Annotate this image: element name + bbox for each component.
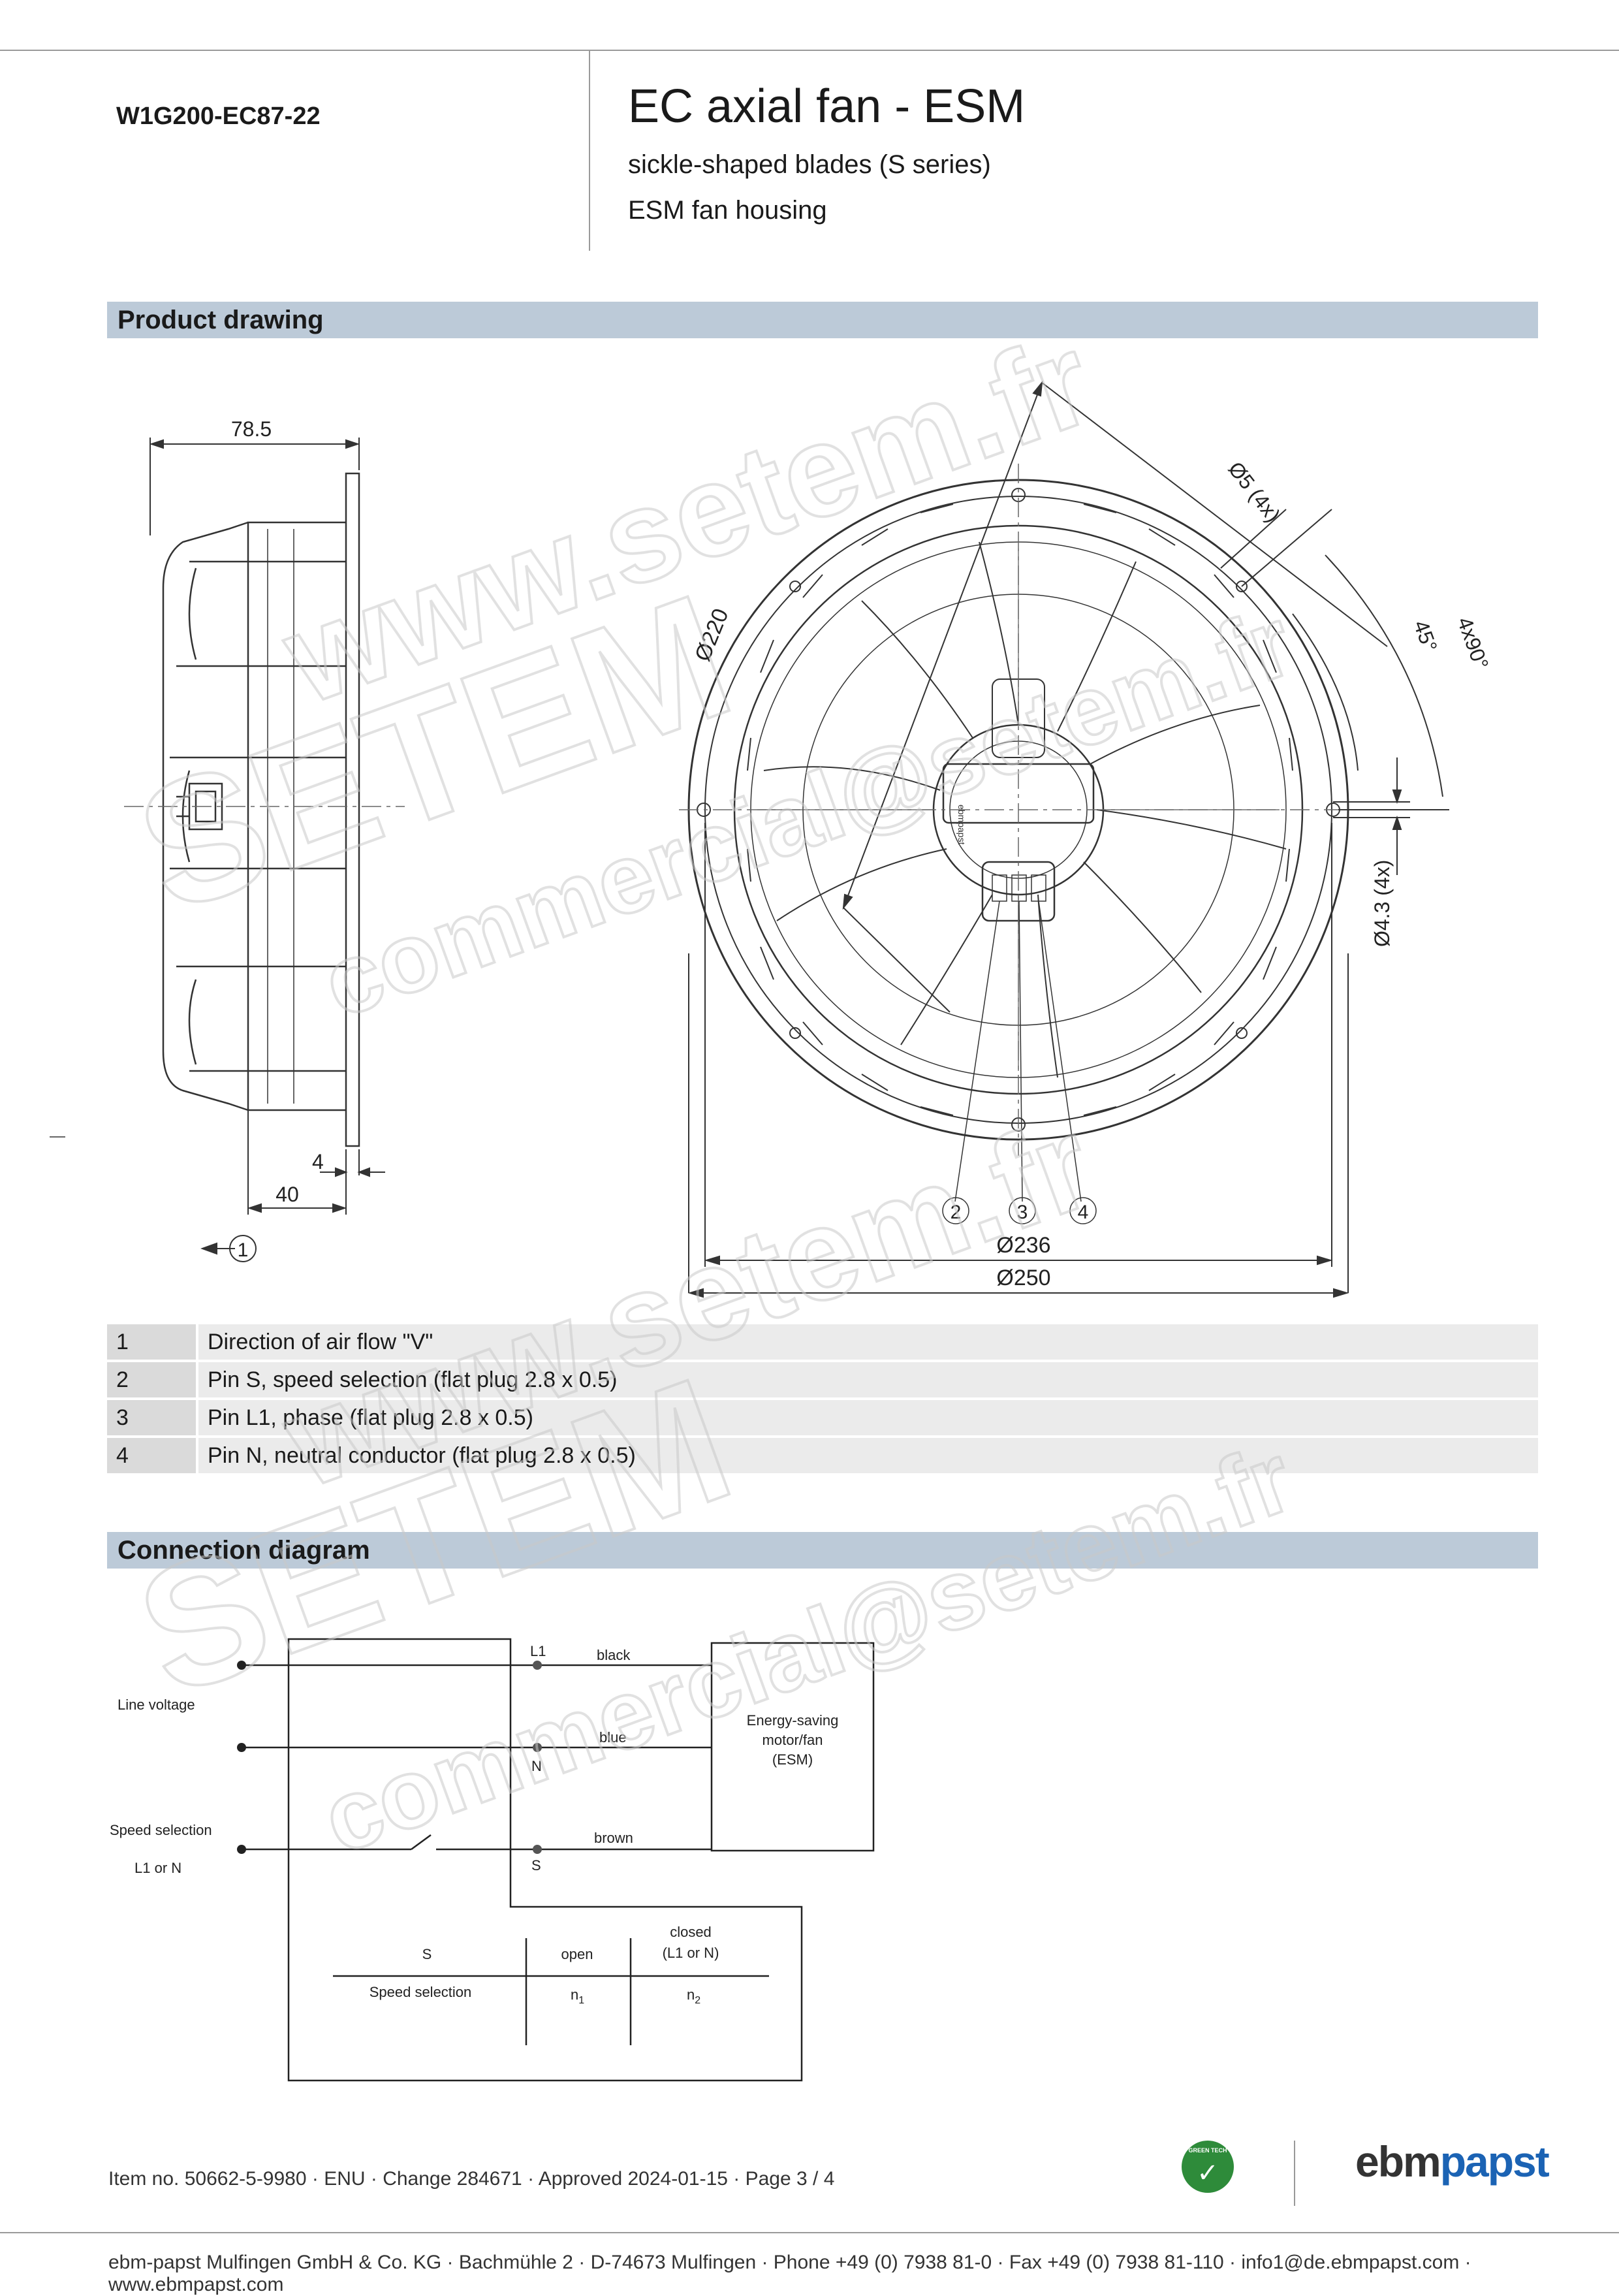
- table-n2-base: n: [687, 1986, 695, 2003]
- page-title: EC axial fan - ESM: [628, 80, 1026, 133]
- logo-ebm: ebm: [1355, 2137, 1441, 2186]
- motor-label-1: Energy-saving: [747, 1712, 839, 1729]
- table-n1-sub: 1: [578, 1995, 584, 2006]
- section-product-drawing: Product drawing: [107, 302, 1538, 338]
- legend-num: 4: [107, 1438, 196, 1473]
- footer-item-info: Item no. 50662-5-9980 · ENU · Change 284…: [108, 2168, 835, 2190]
- dim-d5-4x: Ø5 (4x): [1223, 457, 1285, 526]
- marker-1: 1: [238, 1239, 249, 1261]
- legend-row: 2 Pin S, speed selection (flat plug 2.8 …: [107, 1362, 1538, 1397]
- table-header-closed-sub: (L1 or N): [663, 1945, 719, 1961]
- front-view-drawing: Ø220 Ø5 (4x) 45° 4x90° Ø4.3 (4x) ebmpaps…: [679, 380, 1493, 1298]
- motor-label-3: (ESM): [772, 1751, 813, 1768]
- terminal-l1: L1: [530, 1643, 546, 1659]
- legend-desc: Pin N, neutral conductor (flat plug 2.8 …: [198, 1438, 1538, 1473]
- model-number: W1G200-EC87-22: [116, 103, 321, 130]
- top-rule: [0, 50, 1619, 51]
- check-icon: ✓: [1197, 2159, 1219, 2188]
- table-header-open: open: [561, 1946, 593, 1962]
- logo-papst: papst: [1439, 2137, 1550, 2186]
- table-header-closed: closed: [670, 1924, 712, 1940]
- legend-desc: Pin L1, phase (flat plug 2.8 x 0.5): [198, 1400, 1538, 1435]
- terminal-n: N: [531, 1758, 542, 1774]
- wire-black: black: [597, 1647, 631, 1663]
- legend-desc: Pin S, speed selection (flat plug 2.8 x …: [198, 1362, 1538, 1397]
- greentech-label: GREEN TECH: [1188, 2147, 1227, 2154]
- legend-row: 3 Pin L1, phase (flat plug 2.8 x 0.5): [107, 1400, 1538, 1435]
- legend-num: 1: [107, 1324, 196, 1360]
- dim-d250: Ø250: [996, 1266, 1050, 1290]
- logo-separator: [1294, 2141, 1295, 2206]
- marker-3: 3: [1017, 1202, 1028, 1223]
- header-divider: [589, 51, 590, 251]
- legend-row: 1 Direction of air flow "V": [107, 1324, 1538, 1360]
- legend-num: 3: [107, 1400, 196, 1435]
- label-speed-selection-sub: L1 or N: [134, 1860, 181, 1876]
- legend-desc: Direction of air flow "V": [198, 1324, 1538, 1360]
- drawing-legend-table: 1 Direction of air flow "V" 2 Pin S, spe…: [107, 1324, 1538, 1476]
- legend-row: 4 Pin N, neutral conductor (flat plug 2.…: [107, 1438, 1538, 1473]
- subtitle-housing: ESM fan housing: [628, 196, 827, 225]
- footer-company-info: ebm-papst Mulfingen GmbH & Co. KG · Bach…: [108, 2252, 1471, 2295]
- dim-flange-4: 4: [312, 1150, 324, 1173]
- table-header-s: S: [422, 1946, 432, 1962]
- dim-angle-45: 45°: [1409, 617, 1441, 655]
- table-row-speed-selection: Speed selection: [369, 1984, 472, 2000]
- terminal-s: S: [531, 1857, 541, 1873]
- label-speed-selection: Speed selection: [110, 1822, 212, 1838]
- table-n2-sub: 2: [695, 1995, 700, 2006]
- subtitle-blades: sickle-shaped blades (S series): [628, 150, 991, 179]
- dim-body-40: 40: [275, 1183, 299, 1206]
- dim-angle-4x90: 4x90°: [1453, 614, 1493, 673]
- table-n1-base: n: [571, 1986, 578, 2003]
- hub-brand-label: ebmpapst: [956, 805, 967, 845]
- connection-diagram: Line voltage Speed selection L1 or N L1 …: [110, 1638, 875, 2082]
- wire-brown: brown: [594, 1830, 633, 1846]
- footer-rule: [0, 2232, 1619, 2233]
- table-n1: n1: [571, 1986, 584, 2006]
- marker-4: 4: [1078, 1202, 1089, 1223]
- side-view-drawing: 78.5 4 40 1: [124, 417, 405, 1262]
- label-line-voltage: Line voltage: [118, 1697, 195, 1713]
- motor-label-2: motor/fan: [762, 1732, 823, 1748]
- greentech-badge: GREEN TECH ✓: [1182, 2141, 1234, 2193]
- dim-d4-3-4x: Ø4.3 (4x): [1370, 860, 1394, 947]
- section-connection-diagram: Connection diagram: [107, 1532, 1538, 1569]
- marker-2: 2: [951, 1202, 962, 1223]
- table-n2: n2: [687, 1986, 700, 2006]
- legend-num: 2: [107, 1362, 196, 1397]
- dim-depth-78-5: 78.5: [231, 417, 272, 441]
- margin-mark: [50, 1136, 65, 1138]
- dim-d236: Ø236: [996, 1233, 1050, 1258]
- wire-blue: blue: [599, 1729, 627, 1746]
- ebmpapst-logo: ebmpapst: [1355, 2137, 1550, 2186]
